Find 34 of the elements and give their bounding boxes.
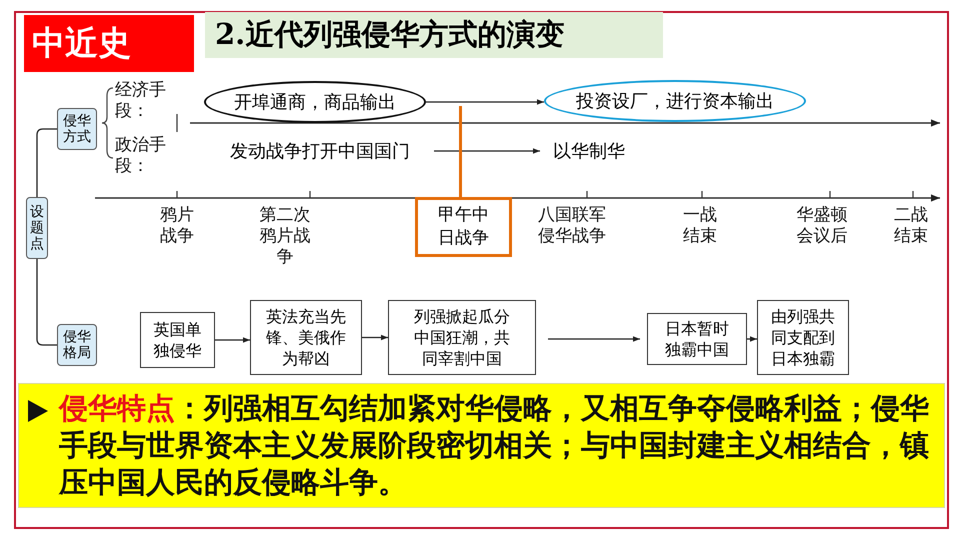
category-box: 侵华格局 [57, 324, 97, 366]
arrow [215, 337, 250, 343]
process-box: 英法充当先锋、美俄作为帮凶 [250, 300, 362, 375]
category-label: 经济手段： [115, 80, 167, 122]
timeline-label: 鸦片战争 [159, 205, 195, 247]
category-label: 政治手段： [115, 135, 167, 177]
category-box: 设题点 [26, 197, 48, 259]
summary-text: 侵华特点：列强相互勾结加紧对华侵略，又相互争夺侵略利益；侵华手段与世界资本主义发展阶段密切相关；与中国封建主义相结合，镇压中国人民的反侵略斗争。 [59, 391, 929, 499]
oval-label: 投资设厂，进行资本输出 [544, 80, 806, 122]
arrow [434, 148, 540, 154]
category-box: 侵华方式 [57, 108, 97, 150]
leader-line [459, 106, 462, 197]
oval-label: 开埠通商，商品输出 [204, 81, 426, 123]
connector-line [36, 259, 57, 346]
timeline-label: 八国联军侵华战争 [537, 205, 607, 247]
timeline-label: 二战结束 [893, 205, 929, 247]
title: 2.近代列强侵华方式的演变 [205, 12, 663, 58]
process-box: 英国单独侵华 [140, 312, 215, 368]
section-tag: 中近史 [24, 15, 194, 72]
summary-box [18, 383, 945, 508]
process-box: 列强掀起瓜分中国狂潮，共同宰割中国 [388, 300, 536, 375]
flow-text: 以华制华 [544, 138, 634, 164]
arrow [548, 336, 640, 342]
connector-line [36, 128, 57, 197]
timeline-label: 华盛顿会议后 [796, 205, 848, 247]
arrow [362, 334, 388, 340]
arrow [747, 336, 757, 342]
timeline-label: 一战结束 [682, 205, 718, 247]
process-box: 由列强共同支配到日本独霸 [757, 300, 849, 375]
flow-text: 发动战争打开中国国门 [210, 138, 430, 164]
timeline-label: 第二次鸦片战争 [258, 205, 312, 268]
arrow [426, 99, 544, 105]
process-box: 日本暂时独霸中国 [647, 313, 747, 365]
highlight-box: 甲午中日战争 [415, 197, 512, 257]
